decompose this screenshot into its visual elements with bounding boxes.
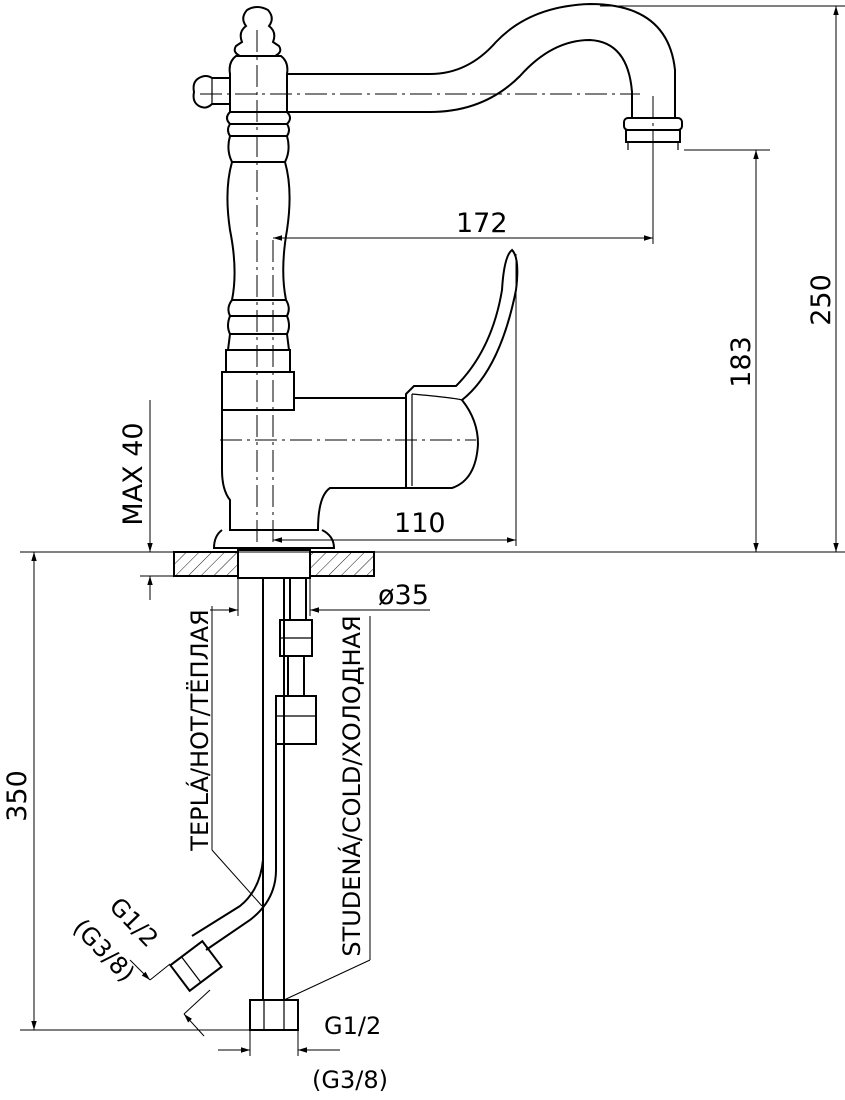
ring-lower-2	[227, 315, 290, 335]
base-flange	[212, 529, 336, 549]
column-head	[228, 55, 289, 113]
dim-110-label: 110	[394, 508, 446, 539]
cold-label: STUDENÁ/COLD/ХОЛОДНАЯ	[337, 615, 366, 956]
dimension-text: 172 250 183 110 MAX 40 ø35 350	[2, 208, 837, 822]
hot-hose-inner	[191, 859, 264, 937]
dim-183-label: 183	[726, 336, 757, 388]
side-knob	[192, 75, 230, 109]
centerlines	[200, 30, 654, 560]
ring-lower-3	[226, 333, 291, 351]
ring-upper-2	[227, 123, 290, 137]
body-upper	[221, 371, 295, 411]
ring-upper-1	[226, 111, 291, 125]
cold-fitting-lower	[275, 695, 317, 745]
countertop	[20, 549, 845, 579]
hot-end-nut	[168, 939, 224, 993]
dim-172-label: 172	[456, 208, 508, 239]
dim-max40-label: MAX 40	[118, 422, 149, 525]
cold-thread-main: G1/2	[324, 1012, 381, 1040]
dimension-lines	[20, 5, 845, 1056]
column-shaft	[226, 161, 291, 301]
spout-body	[287, 2, 676, 119]
dim-250-label: 250	[806, 274, 837, 326]
ring-lower-1	[227, 299, 290, 317]
hoses	[168, 578, 317, 1031]
hose-labels: TEPLÁ/HOT/ТЁПЛАЯ STUDENÁ/COLD/ХОЛОДНАЯ	[185, 609, 366, 956]
finial	[233, 6, 282, 57]
hot-hose-outer	[205, 744, 277, 951]
hot-label: TEPLÁ/HOT/ТЁПЛАЯ	[185, 609, 214, 851]
faucet-outline	[192, 6, 519, 549]
ring-upper-3	[227, 135, 290, 163]
cold-end-nut	[249, 999, 299, 1031]
cold-thread-alt: (G3/8)	[312, 1066, 388, 1094]
lever-handle	[405, 248, 519, 489]
body-main	[221, 397, 407, 531]
dim-35-label: ø35	[378, 580, 429, 611]
spout	[287, 2, 683, 150]
mount-nut	[237, 549, 311, 579]
dim-350-label: 350	[2, 770, 33, 822]
collar	[225, 349, 291, 373]
